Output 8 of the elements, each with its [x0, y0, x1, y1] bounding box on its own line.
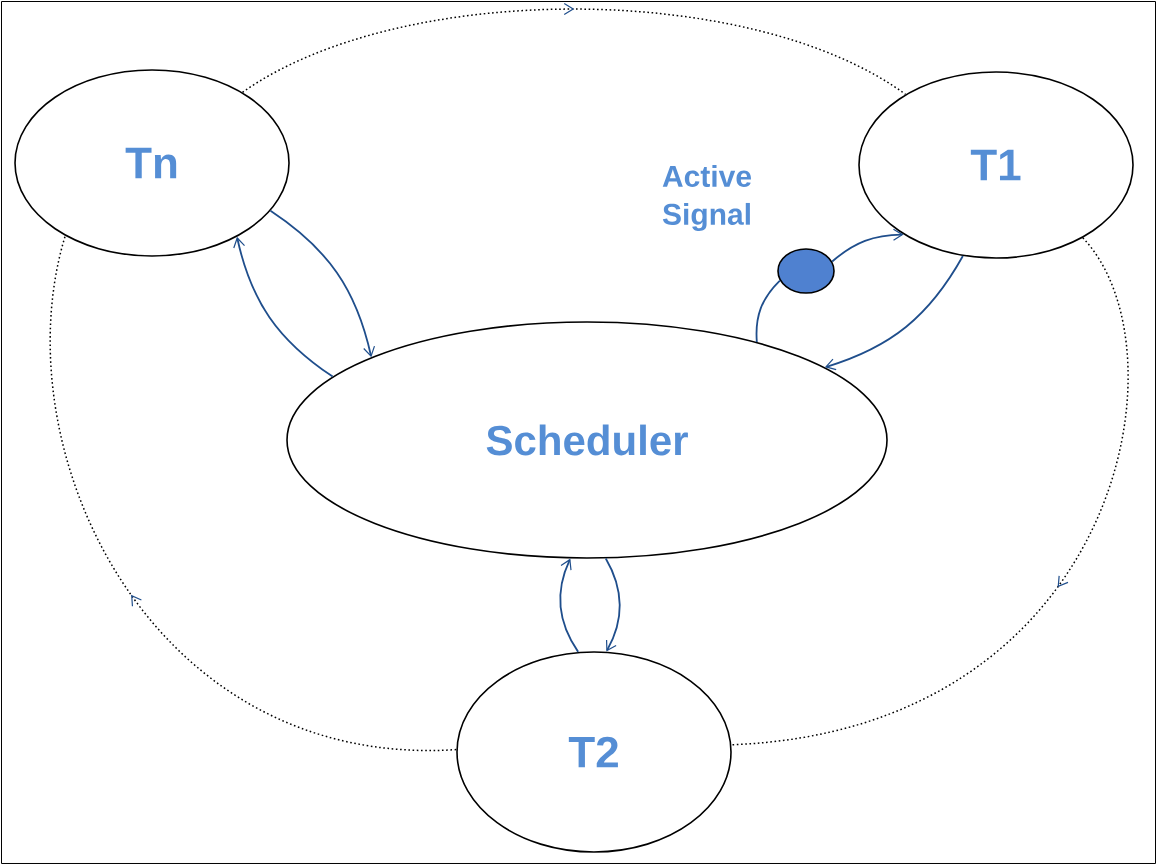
arrow	[831, 228, 904, 263]
arrow	[604, 557, 621, 652]
arrow	[269, 209, 376, 358]
arrow	[233, 236, 334, 378]
signal-label: Active Signal	[662, 164, 751, 232]
arrow	[824, 255, 964, 371]
signal-dot	[777, 248, 835, 294]
arrow	[559, 558, 580, 653]
